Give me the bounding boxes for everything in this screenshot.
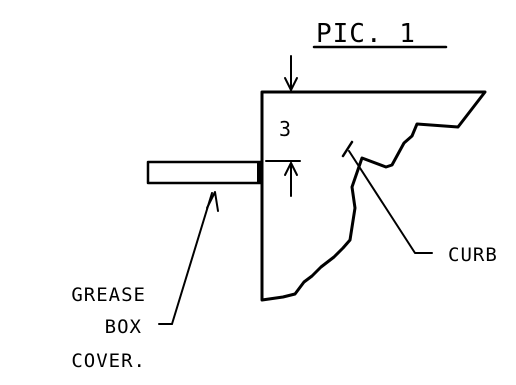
drawing-title: PIC. 1 [316, 19, 416, 49]
grease-label-line-1: GREASE [71, 284, 146, 306]
grease-leader-arrowhead [206, 191, 219, 212]
curb-leader-tick [341, 140, 354, 158]
curb-leader-line [348, 150, 433, 254]
curb-label: CURB [448, 244, 498, 266]
grease-label-line-2: BOX [105, 316, 142, 338]
dimension-arrow-top-head [284, 77, 298, 91]
curb-outline [260, 90, 487, 302]
grease-box-cover [146, 160, 264, 185]
grease-leader-line [171, 192, 213, 325]
dimension-arrow-bottom-head [284, 162, 298, 176]
grease-box-cover-end [257, 162, 263, 183]
dimension-value: 3 [279, 117, 292, 141]
grease-label-line-3: COVER. [71, 350, 146, 372]
